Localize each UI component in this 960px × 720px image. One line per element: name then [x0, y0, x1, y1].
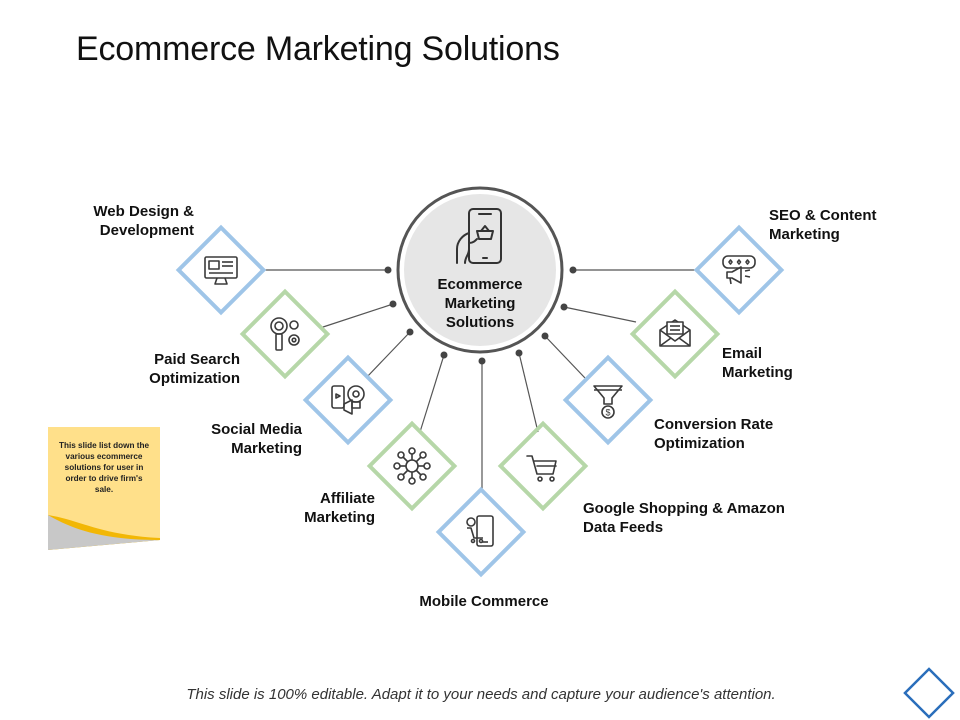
sticky-note-text: This slide list down the various ecommer… — [58, 441, 150, 494]
mobile-shopping-basket-icon — [456, 208, 502, 264]
connector-affiliate — [419, 354, 445, 433]
node-web-design — [175, 224, 267, 316]
connector-paid-search — [319, 303, 394, 329]
node-social-media — [302, 354, 394, 446]
node-paid-search — [239, 288, 331, 380]
connector-dot — [515, 349, 523, 357]
hub-circle — [396, 186, 564, 354]
network-people-icon — [393, 447, 431, 485]
label-google-shopping: Google Shopping & Amazon Data Feeds — [583, 500, 785, 536]
node-seo-content — [693, 224, 785, 316]
corner-diamond — [903, 667, 955, 719]
svg-text:$: $ — [605, 408, 610, 418]
shopping-cart-icon — [526, 455, 557, 482]
connector-conversion-rate — [544, 335, 586, 379]
label-social-media: Social Media Marketing — [211, 421, 302, 457]
megaphone-rating-icon — [722, 255, 756, 285]
connector-dot — [569, 266, 577, 274]
node-google-shopping — [497, 420, 589, 512]
sticky-note — [48, 427, 160, 550]
node-email — [629, 288, 721, 380]
label-mobile-commerce: Mobile Commerce — [419, 593, 549, 610]
hub-label: Ecommerce Marketing Solutions — [437, 276, 523, 331]
label-web-design: Web Design & Development — [93, 203, 194, 239]
node-affiliate — [366, 420, 458, 512]
node-conversion-rate: $ — [562, 354, 654, 446]
connector-dot — [384, 266, 392, 274]
connector-dot — [478, 357, 486, 365]
connector-email — [563, 306, 637, 323]
connector-google-shopping — [518, 352, 539, 433]
envelope-icon — [659, 319, 691, 347]
monitor-icon — [204, 256, 238, 285]
label-email: Email Marketing — [722, 345, 793, 381]
connector-dot — [541, 332, 549, 340]
footer-note: This slide is 100% editable. Adapt it to… — [186, 686, 776, 703]
search-gears-icon — [270, 317, 300, 351]
social-devices-icon — [331, 385, 365, 415]
connector-dot — [440, 351, 448, 359]
label-seo-content: SEO & Content Marketing — [769, 207, 877, 243]
mobile-cart-icon — [466, 515, 494, 547]
node-mobile-commerce — [435, 486, 527, 578]
connector-social-media — [365, 331, 411, 379]
page-title: Ecommerce Marketing Solutions — [76, 30, 560, 68]
label-conversion-rate: Conversion Rate Optimization — [654, 416, 774, 452]
connector-dot — [406, 328, 414, 336]
label-affiliate: Affiliate Marketing — [304, 490, 375, 526]
connector-dot — [560, 303, 568, 311]
label-paid-search: Paid Search Optimization — [149, 351, 240, 387]
connector-lines — [262, 266, 698, 492]
connector-dot — [389, 300, 397, 308]
funnel-dollar-icon: $ — [593, 385, 623, 419]
